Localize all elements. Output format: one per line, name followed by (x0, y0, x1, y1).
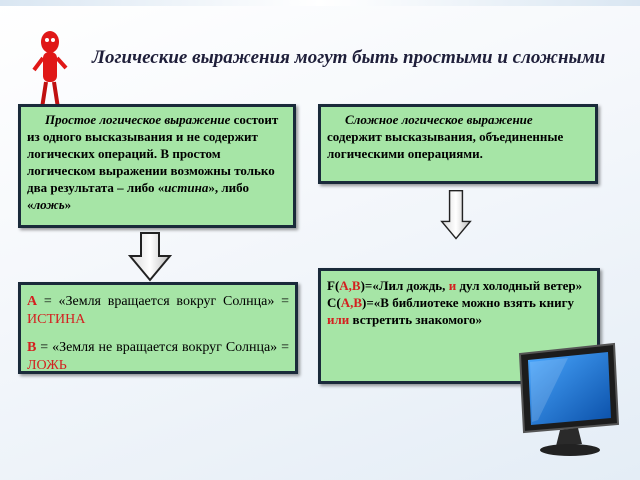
complex-expression-head: Сложное логическое выражение (345, 112, 533, 127)
c-text-1: )=«В библиотеке можно взять книгу (362, 295, 574, 310)
true-word: истина (164, 180, 209, 195)
simple-expression-box: Простое логическое выражение состоит из … (18, 104, 296, 228)
simple-expression-head: Простое логическое выражение (45, 112, 231, 127)
var-b: B (27, 340, 37, 355)
simple-examples-box: A = «Земля вращается вокруг Солнца» = ИС… (18, 282, 298, 374)
f-args: A,B (339, 278, 361, 293)
example-f-line: F(A,B)=«Лил дождь, и дул холодный ветер» (327, 277, 591, 294)
example-c-line: C(A,B)=«В библиотеке можно взять книгу и… (327, 294, 591, 328)
f-prefix: F( (327, 278, 340, 293)
complex-expression-text: содержит высказывания, объединенные логи… (327, 129, 564, 161)
arrow-down-icon (128, 232, 172, 282)
example-b-text: = «Земля не вращается вокруг Солнца» = (36, 340, 289, 355)
page-title: Логические выражения могут быть простыми… (92, 47, 606, 68)
c-text-2: встретить знакомого» (349, 312, 482, 327)
example-a-value: ИСТИНА (27, 312, 86, 327)
top-decoration-line (0, 0, 640, 6)
example-a-value-line: ИСТИНА (27, 311, 289, 329)
example-a-text: = «Земля вращается вокруг Солнца» = (37, 294, 289, 309)
arrow-down-icon (440, 190, 472, 240)
example-b-line: B = «Земля не вращается вокруг Солнца» = (27, 339, 289, 357)
false-word: ложь (33, 197, 65, 212)
op-and: и (448, 278, 457, 293)
c-args: A,B (340, 295, 363, 310)
var-a: A (27, 294, 38, 309)
simple-mid-text: », либо « (27, 180, 249, 212)
example-b-value: ЛОЖЬ (27, 358, 67, 373)
complex-expression-box: Сложное логическое выражение содержит вы… (318, 104, 598, 184)
computer-monitor-icon (518, 342, 620, 456)
f-text-2: дул холодный ветер» (456, 278, 583, 293)
f-text-1: )=«Лил дождь, (360, 278, 449, 293)
c-prefix: C( (327, 295, 341, 310)
example-a-line: A = «Земля вращается вокруг Солнца» = (27, 293, 289, 311)
simple-end-text: » (64, 197, 72, 212)
example-b-value-line: ЛОЖЬ (27, 357, 289, 375)
simple-expression-text: состоит из одного высказывания и не соде… (27, 112, 279, 195)
op-or: или (327, 312, 350, 327)
